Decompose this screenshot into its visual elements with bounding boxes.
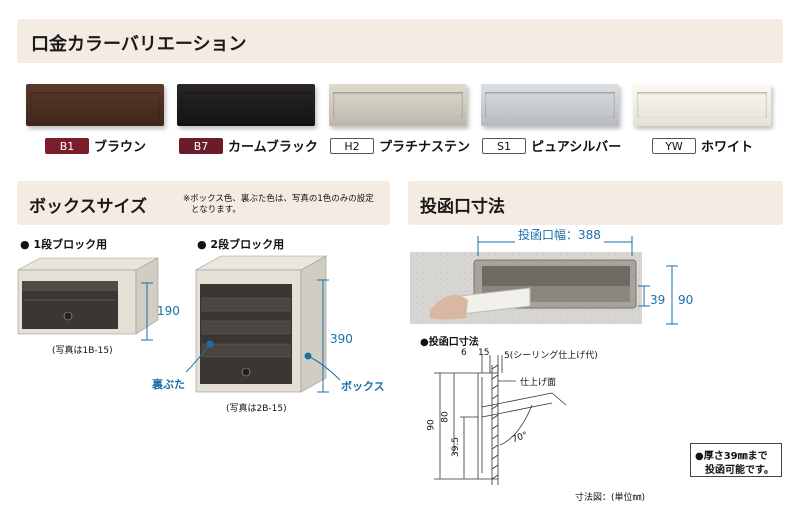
color-swatch-s1 — [481, 84, 619, 126]
slot-width-label: 投函口幅：388 — [515, 226, 604, 243]
drawing-dim-80: 80 — [440, 411, 451, 423]
callout-back-lid — [185, 340, 214, 373]
slot-note-line1: ●厚さ39㎜まで — [695, 451, 768, 462]
two-tier-label: ● 2段ブロック用 — [197, 238, 285, 251]
slot-drawing-caption: 寸法図：(単位㎜) — [575, 493, 646, 503]
drawing-dim-15: 15 — [478, 348, 490, 358]
color-swatch-b7 — [177, 84, 315, 126]
one-tier-height: 190 — [157, 304, 180, 318]
drawing-dim-39-5: 39.5 — [451, 436, 462, 458]
slot-note-line2: 投函可能です。 — [705, 465, 774, 476]
color-code-s1: S1 — [482, 138, 526, 154]
slot-height-90: 90 — [678, 293, 694, 307]
color-section-header: 口金カラーバリエーション — [17, 19, 783, 63]
slot-technical-drawing — [434, 355, 567, 485]
one-tier-dimension — [141, 282, 153, 341]
slot-section-title: 投函口寸法 — [420, 197, 505, 217]
color-code-b1: B1 — [45, 138, 89, 154]
two-tier-height: 390 — [330, 332, 353, 346]
color-name-b1: ブラウン — [94, 140, 147, 155]
callout-box — [304, 352, 341, 381]
slot-photo — [410, 236, 678, 325]
color-swatch-h2 — [329, 84, 467, 126]
two-tier-dimension — [317, 279, 329, 393]
two-tier-caption: (写真は2B-15) — [226, 404, 287, 414]
drawing-dim-6: 6 — [461, 348, 467, 358]
box-section-title: ボックスサイズ — [29, 197, 147, 217]
color-section-title: 口金カラーバリエーション — [31, 34, 247, 55]
drawing-dim-90: 90 — [426, 419, 437, 431]
slot-detail-label: ●投函口寸法 — [420, 337, 479, 348]
color-name-h2: プラチナステン — [379, 140, 471, 155]
slot-note-box: ●厚さ39㎜まで 投函可能です。 — [690, 443, 782, 477]
color-name-s1: ピュアシルバー — [531, 140, 622, 155]
color-code-h2: H2 — [330, 138, 374, 154]
drawing-dim-5: 5(シーリング仕上げ代) — [504, 351, 598, 361]
two-tier-box-image — [194, 255, 328, 393]
one-tier-box-image — [17, 257, 159, 335]
slot-height-39: 39 — [650, 293, 666, 307]
color-swatch-yw — [633, 84, 771, 126]
one-tier-caption: (写真は1B-15) — [52, 346, 113, 356]
color-name-b7: カームブラック — [228, 140, 318, 155]
drawing-finish-label: 仕上げ面 — [520, 378, 557, 388]
back-lid-label: 裏ぶた — [152, 378, 185, 391]
box-section-header: ボックスサイズ — [17, 181, 390, 225]
color-name-yw: ホワイト — [701, 140, 754, 155]
color-code-b7: B7 — [179, 138, 223, 154]
one-tier-label: ● 1段ブロック用 — [20, 238, 108, 251]
box-note-line1: ※ボックス色、裏ぶた色は、写真の1色のみの設定 — [183, 194, 374, 204]
box-label: ボックス — [341, 380, 385, 393]
slot-section-header: 投函口寸法 — [408, 181, 783, 225]
box-illustrations — [17, 255, 341, 393]
box-note-line2: となります。 — [191, 205, 241, 215]
color-code-yw: YW — [652, 138, 696, 154]
color-swatch-b1 — [26, 84, 164, 126]
